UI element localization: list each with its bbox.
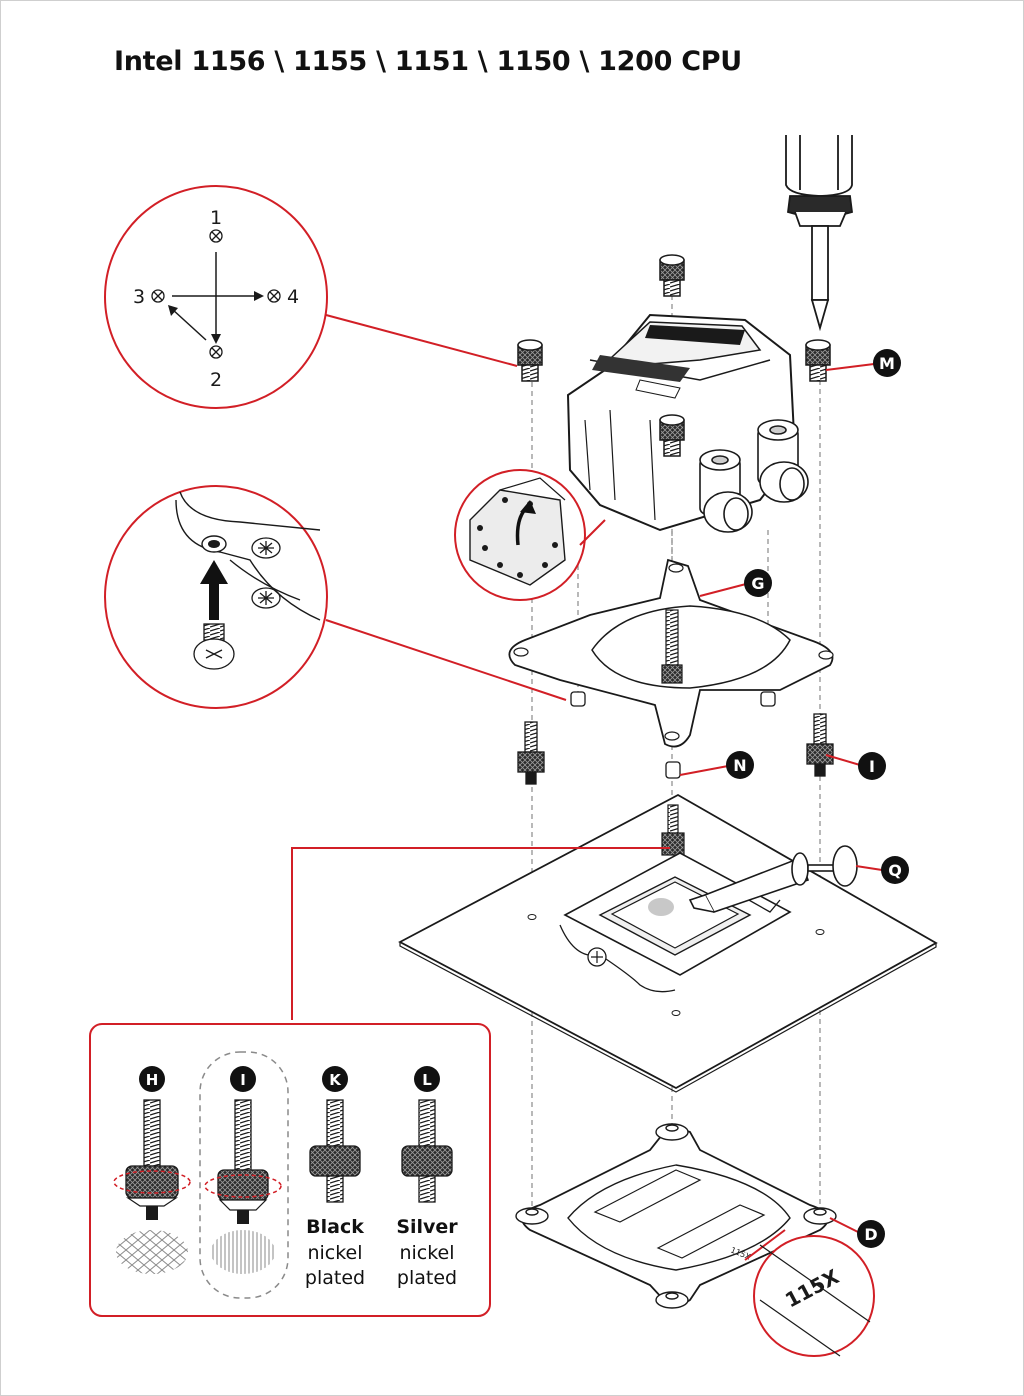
svg-text:M: M <box>879 354 895 373</box>
svg-text:G: G <box>751 574 764 593</box>
page-title: Intel 1156 \ 1155 \ 1151 \ 1150 \ 1200 C… <box>114 46 742 77</box>
legend-l-line2: nickel <box>399 1242 454 1264</box>
legend-standoff-i: I <box>204 1066 282 1274</box>
callout-d: D <box>857 1220 885 1248</box>
standoffs <box>517 713 834 785</box>
thermal-pad-inset <box>453 469 606 601</box>
callout-badges: M G N I Q D <box>726 349 909 1248</box>
svg-text:D: D <box>864 1225 877 1244</box>
water-block <box>566 313 809 533</box>
legend-k-line2: nickel <box>307 1242 362 1264</box>
screw-order-inset: 1 2 3 4 <box>104 185 518 409</box>
legend-badge-i: I <box>240 1071 246 1089</box>
legend-l-line1: Silver <box>396 1216 458 1238</box>
legend-standoff-l: L Silver nickel plated <box>396 1066 458 1289</box>
thumb-screw-icon <box>193 623 235 670</box>
thermal-paste-syringe <box>688 845 858 913</box>
callout-m: M <box>873 349 901 377</box>
legend-badge-h: H <box>146 1071 159 1089</box>
fitting-right <box>757 419 809 503</box>
callout-g: G <box>744 569 772 597</box>
marking-magnifier-inset: 115X <box>744 1229 875 1357</box>
legend-k-line1: Black <box>306 1216 364 1238</box>
legend-standoff-h: H <box>113 1066 191 1274</box>
thumb-screws <box>517 254 831 457</box>
callout-leaders <box>291 363 883 1233</box>
order-label-1: 1 <box>210 207 222 229</box>
order-label-4: 4 <box>287 286 299 308</box>
svg-text:N: N <box>733 756 746 775</box>
callout-i: I <box>858 752 886 780</box>
callout-q: Q <box>881 856 909 884</box>
svg-text:Q: Q <box>888 861 902 880</box>
screwdriver-icon <box>785 135 853 332</box>
mounting-bracket <box>508 558 834 748</box>
standoff-detail-inset <box>104 485 567 709</box>
backplate: 115X <box>515 1123 837 1309</box>
fitting-left <box>699 449 753 533</box>
up-arrow-icon <box>200 560 228 620</box>
standoff-hole-icon <box>201 535 227 553</box>
callout-n: N <box>726 751 754 779</box>
screw-hole-icon <box>151 229 281 359</box>
legend-k-line3: plated <box>305 1267 365 1289</box>
svg-text:I: I <box>869 757 875 776</box>
standoff-legend: H I K Black nickel <box>89 1023 491 1317</box>
legend-l-line3: plated <box>397 1267 457 1289</box>
order-label-2: 2 <box>210 369 222 391</box>
legend-badge-k: K <box>329 1071 342 1089</box>
order-label-3: 3 <box>133 286 145 308</box>
legend-standoff-k: K Black nickel plated <box>305 1066 365 1289</box>
legend-badge-l: L <box>422 1071 432 1089</box>
star-screw-icon <box>251 537 281 609</box>
